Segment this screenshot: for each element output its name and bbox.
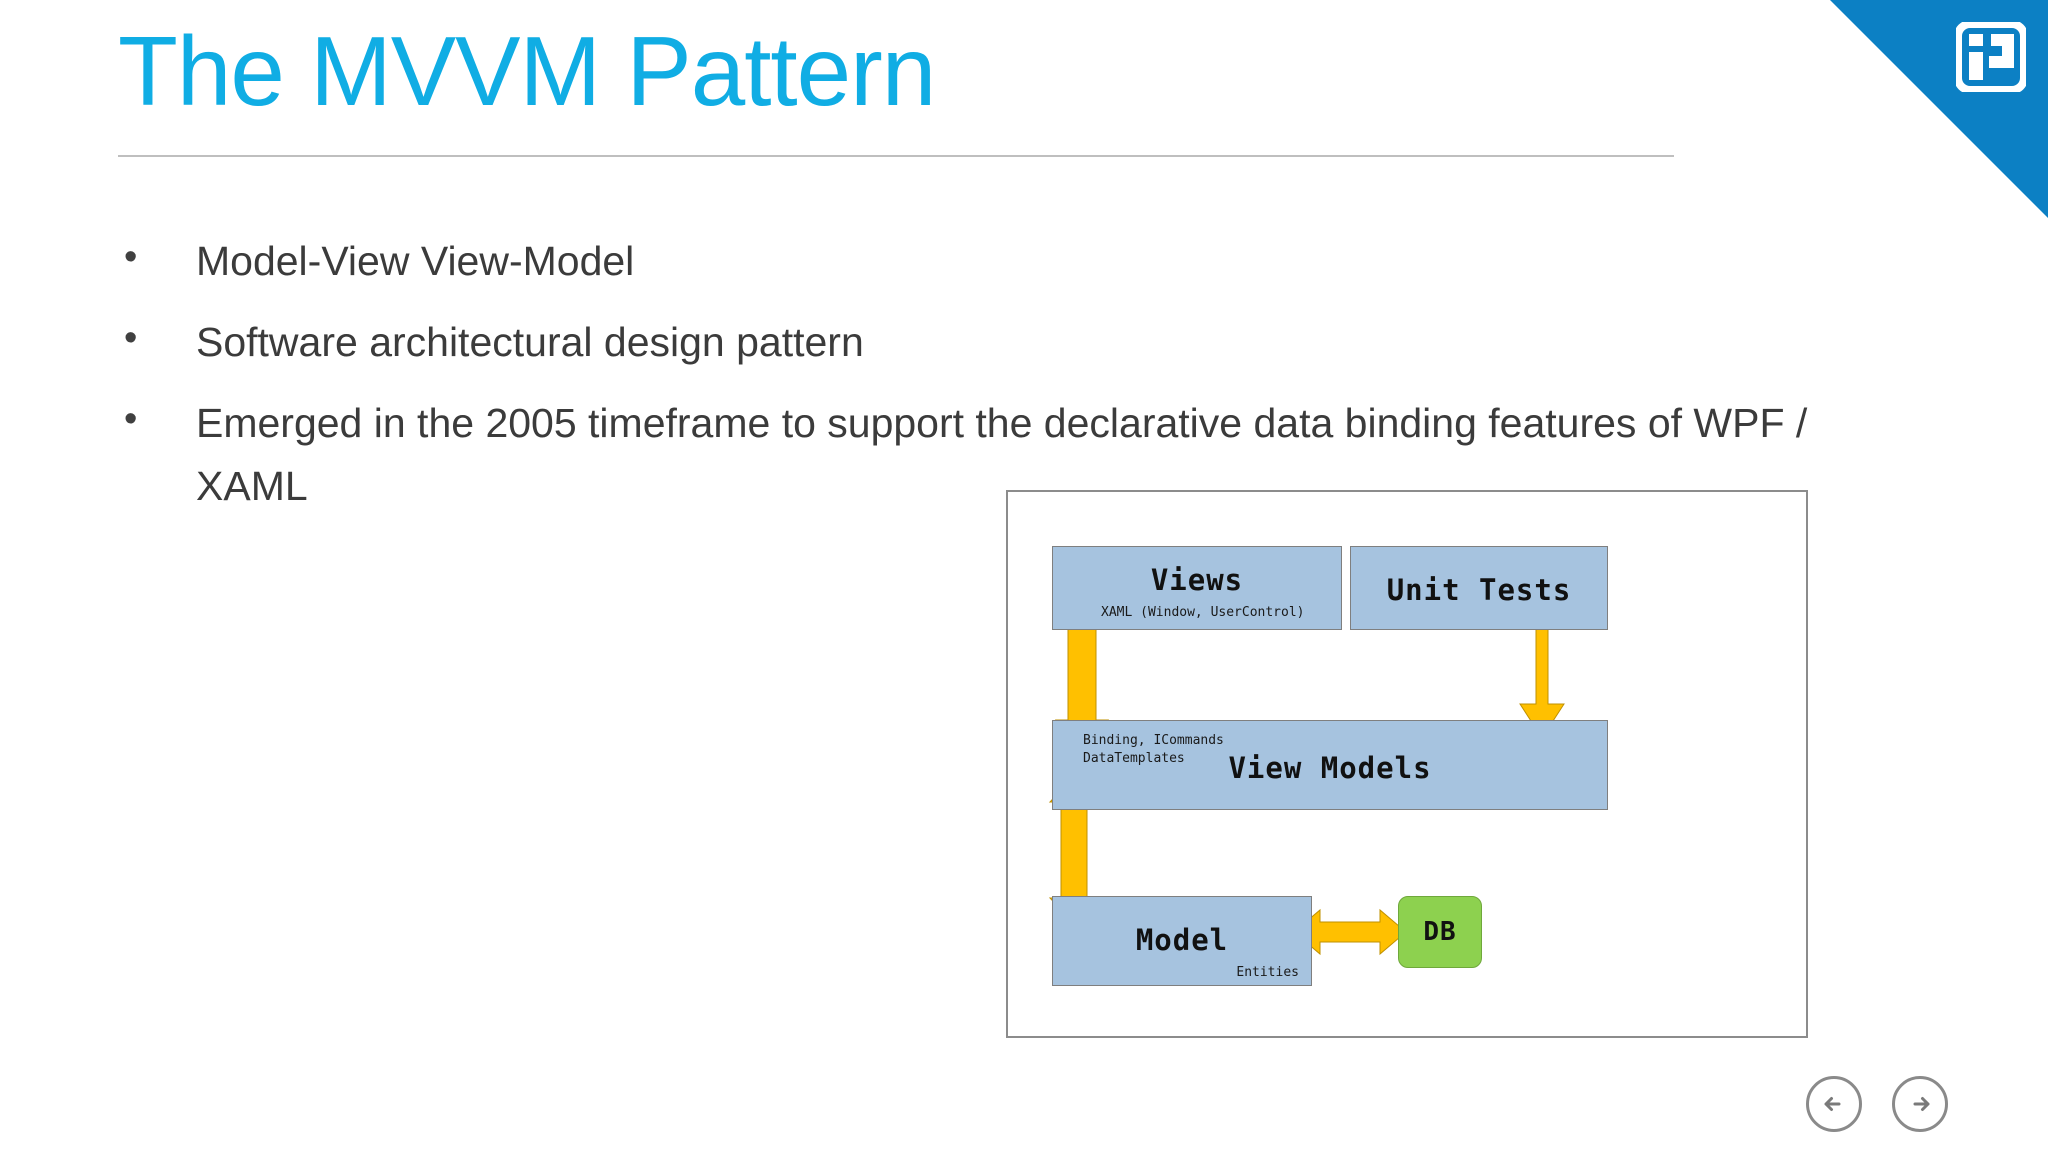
- node-subtitle-2: DataTemplates: [1083, 751, 1185, 766]
- bullet-marker: •: [124, 398, 138, 440]
- mvvm-architecture-diagram: Views XAML (Window, UserControl) Unit Te…: [1006, 490, 1808, 1038]
- bullet-text: Software architectural design pattern: [196, 319, 864, 365]
- node-subtitle: Binding, ICommands: [1083, 733, 1224, 748]
- diagram-node-model: Model Entities: [1052, 896, 1312, 986]
- page-title: The MVVM Pattern: [118, 16, 936, 126]
- node-title: View Models: [1228, 751, 1432, 785]
- list-item: • Model-View View-Model: [118, 230, 1918, 293]
- node-subtitle: XAML (Window, UserControl): [1101, 605, 1305, 620]
- bullet-marker: •: [124, 317, 138, 359]
- bullet-list: • Model-View View-Model • Software archi…: [118, 230, 1918, 536]
- node-title: DB: [1423, 917, 1457, 947]
- node-title: Views: [1150, 563, 1244, 597]
- node-title: Model: [1135, 923, 1229, 957]
- arrow-right-icon: [1913, 1097, 1930, 1111]
- slide-navigation: [1806, 1076, 1948, 1132]
- diagram-node-views: Views XAML (Window, UserControl): [1052, 546, 1342, 630]
- node-title: Unit Tests: [1386, 573, 1572, 607]
- diagram-node-view-models: View Models Binding, ICommands DataTempl…: [1052, 720, 1608, 810]
- id-spiral-logo-icon: [1954, 20, 2028, 94]
- next-slide-button[interactable]: [1892, 1076, 1948, 1132]
- bullet-text: Emerged in the 2005 timeframe to support…: [196, 400, 1808, 509]
- bullet-text: Model-View View-Model: [196, 238, 635, 284]
- node-subtitle: Entities: [1236, 965, 1299, 980]
- diagram-node-unit-tests: Unit Tests: [1350, 546, 1608, 630]
- list-item: • Software architectural design pattern: [118, 311, 1918, 374]
- list-item: • Emerged in the 2005 timeframe to suppo…: [118, 392, 1918, 518]
- previous-slide-button[interactable]: [1806, 1076, 1862, 1132]
- bullet-marker: •: [124, 236, 138, 278]
- diagram-node-db: DB: [1398, 896, 1482, 968]
- arrow-left-icon: [1824, 1097, 1841, 1111]
- title-divider: [118, 155, 1674, 157]
